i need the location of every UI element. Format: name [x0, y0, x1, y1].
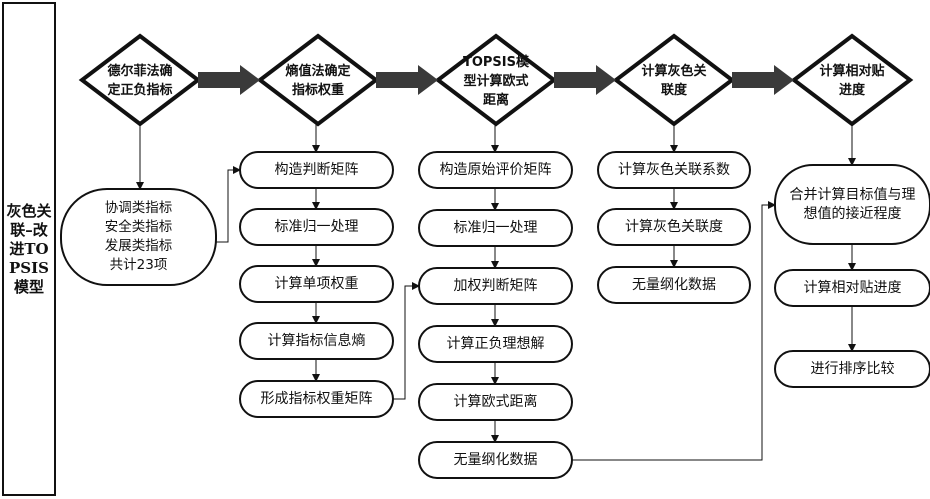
stage-arrow-2: [376, 65, 438, 95]
col3-label-1: 构造原始评价矩阵: [439, 161, 552, 178]
side-title-box: 灰色关联–改进TOPSIS模型: [2, 2, 56, 496]
col5-label-3: 进行排序比较: [810, 360, 895, 377]
col4-label-3: 无量纲化数据: [632, 276, 716, 293]
stage-arrow-4: [732, 65, 794, 95]
col5-label-1: 合并计算目标值与理想值的接近程度: [789, 186, 916, 222]
connector-c2-to-c3: [393, 282, 420, 400]
stage-diamond-2: [256, 33, 380, 127]
col3-label-6: 无量纲化数据: [453, 451, 538, 468]
col2-label-4: 计算指标信息熵: [267, 332, 366, 349]
col1-box: [60, 188, 217, 286]
col2-label-1: 构造判断矩阵: [274, 161, 359, 178]
col3-label-2: 标准归一处理: [453, 219, 538, 236]
col3-label-3: 加权判断矩阵: [453, 277, 538, 294]
col3-label-5: 计算欧式距离: [453, 393, 538, 410]
col2-label-5: 形成指标权重矩阵: [260, 390, 373, 407]
col4-label-1: 计算灰色关联系数: [618, 161, 730, 178]
side-title: 灰色关联–改进TOPSIS模型: [6, 201, 52, 296]
connector-c3-to-c5: [572, 201, 776, 461]
col2-label-3: 计算单项权重: [274, 275, 359, 292]
stage-label-1: 德尔菲法确定正负指标: [107, 64, 173, 98]
col4-box-3: [597, 266, 751, 304]
col5-box-3: [774, 350, 930, 388]
stage-arrow-3: [554, 65, 616, 95]
stage-label-5: 计算相对贴进度: [819, 64, 885, 98]
col4-label-2: 计算灰色关联度: [625, 218, 723, 235]
stage-diamond-3: [434, 33, 558, 127]
col2-label-2: 标准归一处理: [274, 218, 359, 235]
col1-label: 协调类指标 安全类指标 发展类指标 共计23项: [104, 200, 173, 273]
stage-label-2: 熵值法确定指标权重: [285, 64, 351, 98]
connector-c1-to-c2: [216, 166, 241, 243]
stage-label-3: TOPSIS模型计算欧式距离: [462, 54, 529, 108]
stage-arrow-1: [198, 65, 260, 95]
col5-label-2: 计算相对贴进度: [803, 279, 902, 296]
col3-label-4: 计算正负理想解: [446, 335, 545, 352]
stage-label-4: 计算灰色关联度: [641, 64, 707, 98]
